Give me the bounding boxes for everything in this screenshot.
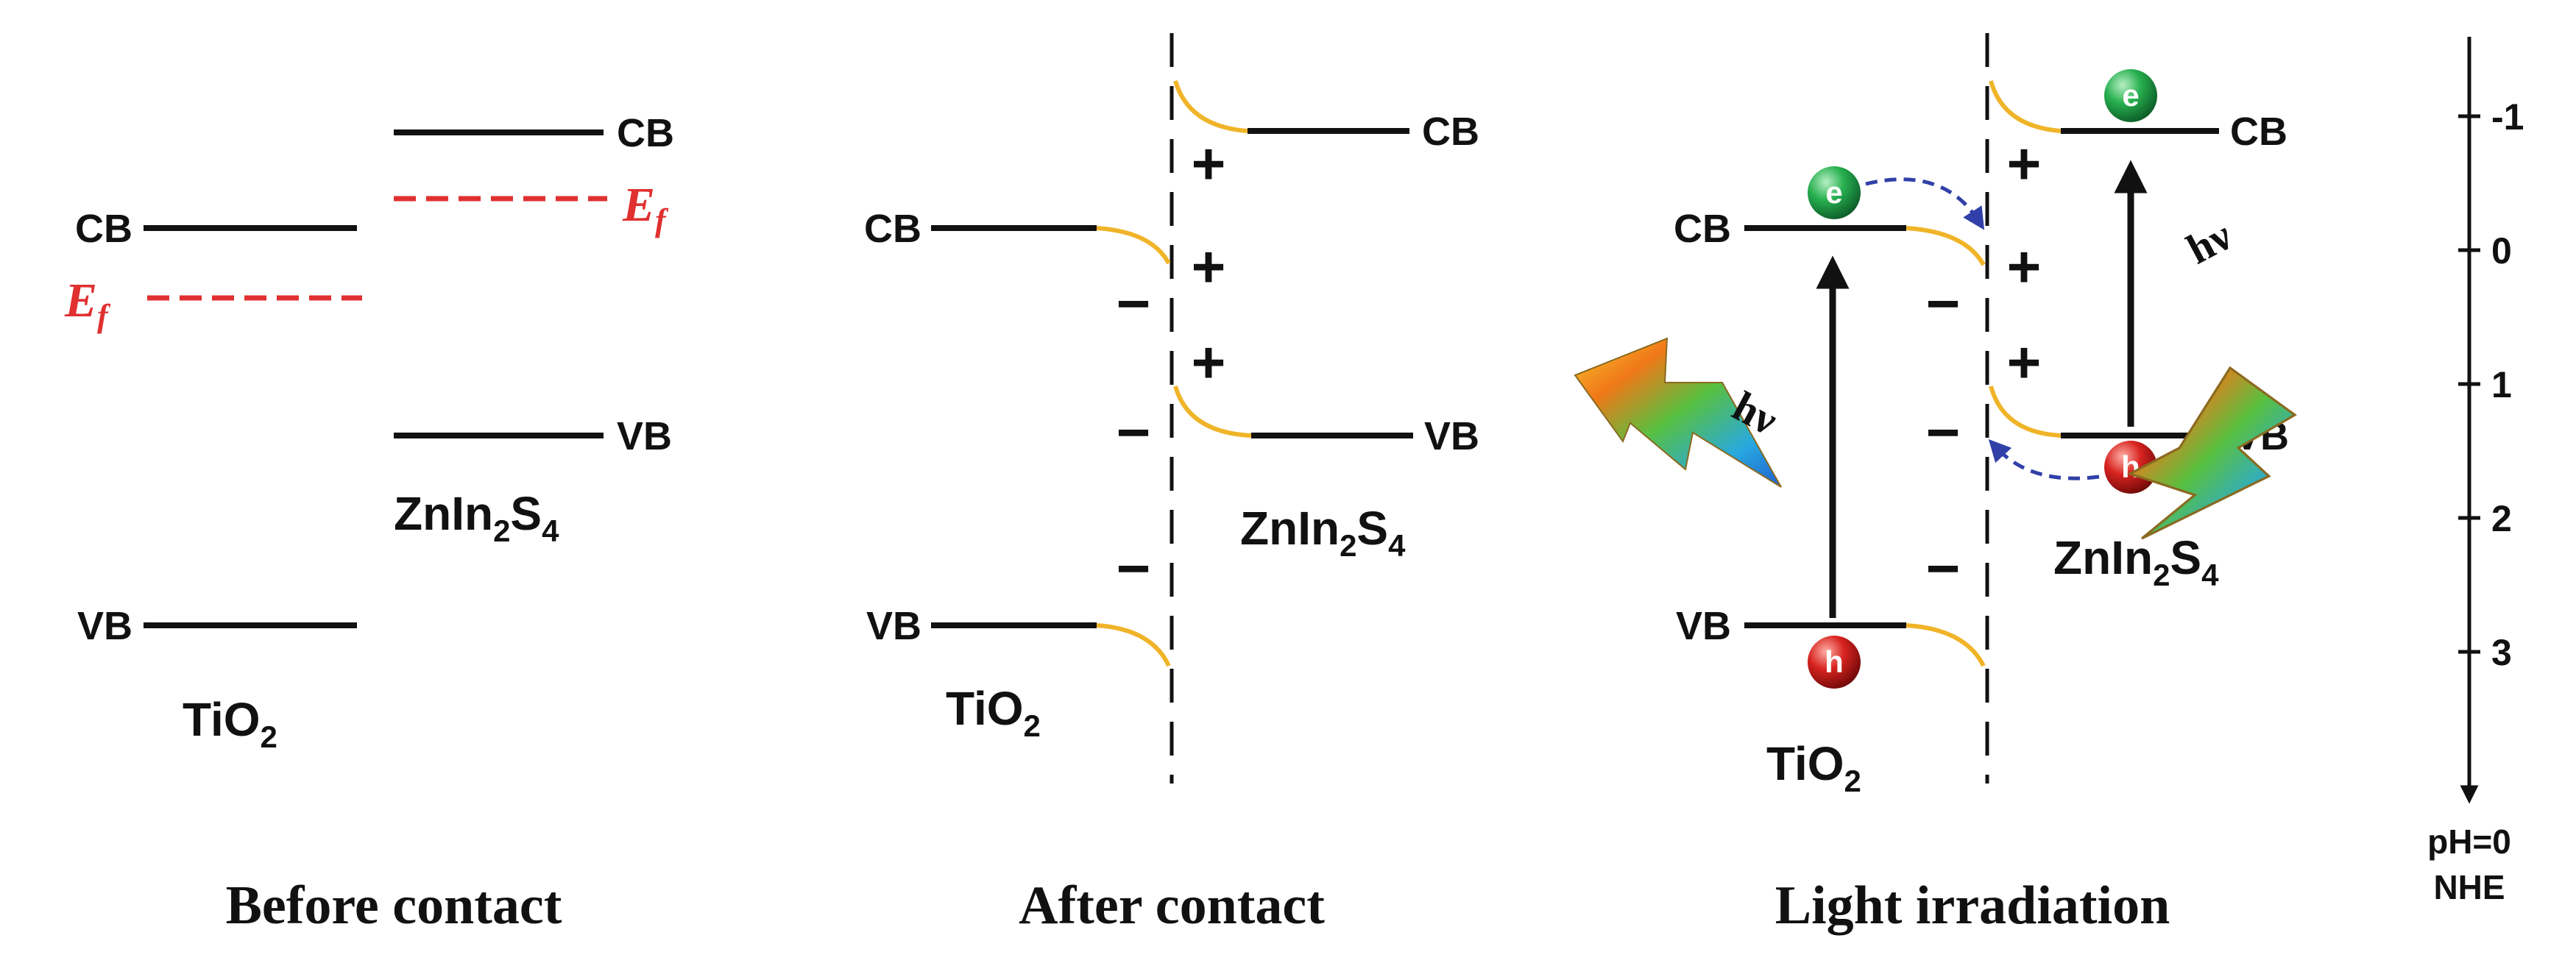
tio2-cb-label: CB (864, 207, 921, 251)
znin2s4-cb-label: CB (617, 111, 674, 155)
photon-label: hν (2179, 211, 2240, 274)
tio2-cb-label: CB (1674, 207, 1731, 251)
scale-tick-label: 3 (2491, 632, 2512, 673)
hole-sphere-icon: h (2104, 441, 2157, 494)
negative-charge: − (1117, 271, 1151, 336)
scale-tick-label: 1 (2491, 364, 2512, 405)
positive-charge: + (2007, 330, 2042, 395)
tio2-name: TiO2 (183, 693, 277, 754)
znin2s4-name: ZnIn2S4 (394, 487, 559, 548)
scale-tick-label: 0 (2491, 230, 2512, 271)
negative-charge: − (1926, 271, 1961, 336)
znin2s4-cb-bend (1173, 80, 1248, 133)
tio2-vb-label: VB (1676, 604, 1731, 648)
tio2-cb-label: CB (75, 207, 132, 251)
positive-charge: + (2007, 234, 2042, 299)
negative-charge: − (1926, 399, 1961, 465)
scale-tick-label: 2 (2491, 498, 2512, 539)
scale-reference-ph: pH=0 (2427, 823, 2511, 861)
znin2s4-vb-bend (1173, 386, 1252, 438)
tio2-name: TiO2 (1766, 737, 1861, 798)
lightning-bolt-icon (2126, 366, 2297, 540)
positive-charge: + (1192, 234, 1226, 299)
scale-tick-label: -1 (2491, 96, 2524, 138)
panel-after-contact: CB VB TiO2 − − − CB VB ZnIn2S4 + + + Aft… (864, 33, 1479, 936)
negative-charge: − (1117, 536, 1151, 601)
tio2-cb-bend (1906, 226, 1986, 266)
tio2-cb-bend (1096, 226, 1171, 265)
electron-sphere-icon: e (1808, 166, 1861, 219)
hole-transfer-arrow (1988, 438, 2100, 480)
tio2-name: TiO2 (946, 682, 1041, 743)
potential-scale: -1 0 1 2 3 pH=0 NHE (2427, 37, 2524, 906)
positive-charge: + (1192, 131, 1226, 196)
znin2s4-name: ZnIn2S4 (1240, 502, 1406, 563)
negative-charge: − (1926, 536, 1961, 601)
electron-transfer-arrow (1865, 177, 1985, 230)
hole-sphere-icon: h (1808, 636, 1861, 689)
znin2s4-vb-bend (1989, 386, 2062, 438)
tio2-vb-bend (1906, 623, 1986, 667)
scale-reference-nhe: NHE (2433, 868, 2505, 906)
tio2-fermi-label: Ef (64, 274, 111, 334)
znin2s4-cb-label: CB (1422, 110, 1479, 154)
znin2s4-name: ZnIn2S4 (2053, 531, 2219, 592)
panel-before-contact: CB VB Ef TiO2 CB VB Ef ZnIn2S4 Before co… (64, 111, 674, 936)
znin2s4-cb-label: CB (2230, 110, 2287, 154)
positive-charge: + (1192, 330, 1226, 395)
svg-text:h: h (1825, 644, 1844, 679)
znin2s4-fermi-label: Ef (622, 178, 669, 238)
znin2s4-cb-bend (1989, 80, 2062, 133)
positive-charge: + (2007, 131, 2042, 196)
znin2s4-vb-label: VB (1424, 414, 1479, 458)
tio2-vb-label: VB (866, 604, 921, 648)
znin2s4-vb-label: VB (617, 414, 672, 458)
tio2-vb-bend (1096, 623, 1171, 667)
negative-charge: − (1117, 399, 1151, 465)
tio2-vb-label: VB (77, 604, 132, 648)
panel-light-irradiation: CB VB TiO2 e h hν − − − CB (1574, 33, 2297, 936)
caption-before-contact: Before contact (226, 875, 562, 936)
electron-sphere-icon: e (2104, 69, 2157, 122)
svg-text:e: e (2122, 78, 2139, 113)
lightning-bolt-icon (1574, 337, 1782, 488)
caption-after-contact: After contact (1019, 875, 1325, 936)
svg-text:e: e (1825, 175, 1842, 210)
caption-light-irradiation: Light irradiation (1775, 875, 2170, 936)
svg-text:h: h (2121, 450, 2140, 484)
